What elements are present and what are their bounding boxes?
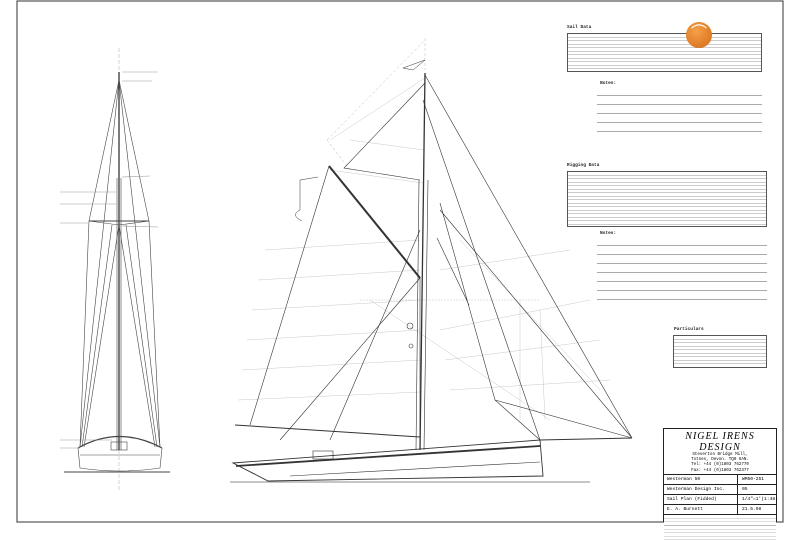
revision: 05 <box>742 486 748 492</box>
date: 21.5.98 <box>742 506 762 512</box>
side-elevation <box>230 38 633 483</box>
phone: Tel: +44 (0)1803 762770 <box>691 463 749 468</box>
sail-data-notes-heading: Notes: <box>600 81 617 86</box>
sheet-border <box>16 0 784 523</box>
rigging-notes <box>597 240 767 302</box>
drawn-by: E. A. Burnett <box>664 504 738 514</box>
bird-icon: ⌒ <box>691 23 708 42</box>
fax: Fax: +44 (0)1803 762377 <box>691 468 749 473</box>
title-block-notes <box>664 513 776 541</box>
rigging-data-heading: Rigging Data <box>567 163 600 168</box>
sail-data-heading: Sail Data <box>567 25 592 30</box>
project-name: Westerman 50 <box>664 474 738 484</box>
client: Westerman Design Inc. <box>664 484 738 494</box>
particulars-table <box>673 335 767 368</box>
rigging-notes-heading: Notes: <box>600 231 617 236</box>
firm-name: NIGEL IRENS DESIGN <box>685 431 755 453</box>
front-elevation <box>60 48 170 492</box>
drawing-number: WM50-251 <box>742 476 765 482</box>
sail-data-table <box>567 33 762 72</box>
title-block: NIGEL IRENS DESIGN Steverton Bridge Mill… <box>663 428 778 541</box>
address-line: Totnes, Devon. TQ9 6AN. <box>691 458 749 463</box>
sail-data-notes <box>597 90 762 138</box>
rigging-data-table <box>567 171 767 227</box>
address-line: Steverton Bridge Mill, <box>692 453 748 457</box>
drawing-title: Sail Plan (Fidded) <box>664 494 738 504</box>
scale: 1/4"=1'(1:48) <box>742 496 778 502</box>
logo: ⌒ <box>686 22 712 48</box>
particulars-heading: Particulars <box>674 327 704 332</box>
